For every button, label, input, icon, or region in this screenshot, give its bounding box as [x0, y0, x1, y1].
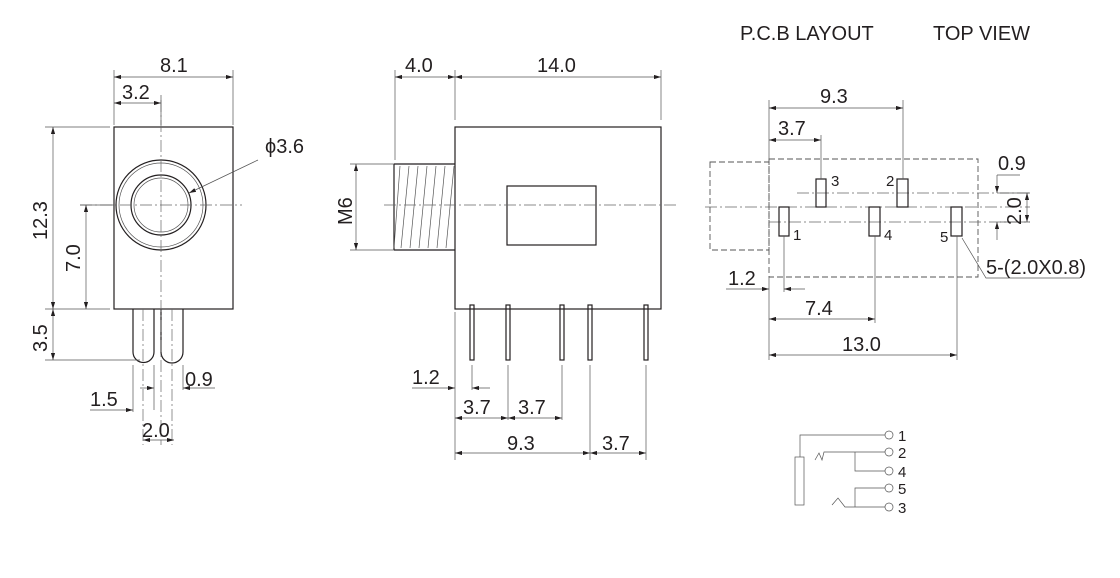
diameter-dim: ϕ3.6 — [265, 136, 304, 158]
row-gap-dim: 2.0 — [1004, 197, 1026, 225]
pin-length-dim: 3.5 — [30, 324, 52, 352]
schematic-pin-3: 3 — [898, 500, 906, 517]
pcb-offset-dim: 3.7 — [778, 118, 806, 140]
schematic-pin-2: 2 — [898, 445, 906, 462]
pcb-layout-title: P.C.B LAYOUT — [740, 23, 874, 45]
pad-label-1: 1 — [793, 227, 801, 244]
top-view-title: TOP VIEW — [933, 23, 1030, 45]
row-offset-dim: 0.9 — [998, 153, 1026, 175]
pcb-span-dim: 9.3 — [820, 86, 848, 108]
pitch-a-dim: 3.7 — [463, 397, 491, 419]
mid-dim: 7.4 — [805, 298, 833, 320]
pad-spec-dim: 5-(2.0X0.8) — [986, 257, 1086, 279]
pin-offset-dim: 1.2 — [412, 367, 440, 389]
pin-pitch-dim: 2.0 — [142, 420, 170, 442]
pad-label-3: 3 — [831, 173, 839, 190]
schematic-pin-4: 4 — [898, 464, 906, 481]
jack-schematic — [794, 430, 894, 512]
front-width-dim: 8.1 — [160, 55, 188, 77]
pad-label-2: 2 — [886, 173, 894, 190]
body-length-dim: 14.0 — [537, 55, 576, 77]
front-height-dim: 12.3 — [30, 201, 52, 240]
center-height-dim: 7.0 — [63, 244, 85, 272]
pad-label-5: 5 — [940, 229, 948, 246]
pcb-layout — [705, 100, 1080, 360]
pin-a-dim: 1.5 — [90, 389, 118, 411]
left-offset-dim: 1.2 — [728, 268, 756, 290]
schematic-pin-5: 5 — [898, 481, 906, 498]
span-dim: 9.3 — [507, 433, 535, 455]
pin-b-dim: 0.9 — [185, 369, 213, 391]
side-view — [350, 70, 676, 460]
thread-size-dim: M6 — [335, 197, 357, 225]
pad-label-4: 4 — [884, 227, 892, 244]
thread-length-dim: 4.0 — [405, 55, 433, 77]
front-offset-dim: 3.2 — [122, 82, 150, 104]
pitch-b-dim: 3.7 — [518, 397, 546, 419]
schematic-pin-1: 1 — [898, 428, 906, 445]
pitch-c-dim: 3.7 — [602, 433, 630, 455]
front-view — [45, 70, 259, 445]
total-dim: 13.0 — [842, 334, 881, 356]
